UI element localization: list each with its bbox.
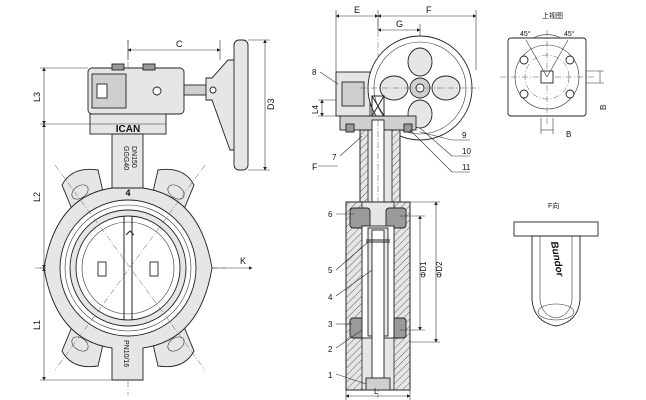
dim-l3: L3 [32,92,42,102]
disc [75,215,181,321]
part-number-4: 4 [328,293,333,302]
f-view: F向 Bundor [513,201,599,327]
angle-right: 45° [564,30,575,38]
dim-f: F [426,5,432,15]
pressure-mark: PN10/16 [122,340,129,367]
material-mark: GGG40 [122,146,129,170]
handwheel-rim [233,39,249,171]
dim-l: L [374,387,379,396]
dim-b-side: B [599,105,608,110]
f-view-neck [531,235,581,327]
part-number-2: 2 [328,345,333,354]
dim-d3: D3 [266,98,276,110]
dim-d1: ΦD1 [419,261,428,278]
body-wall-right [393,201,411,391]
dim-e: E [354,5,360,15]
part-number-7: 7 [332,153,337,162]
part-number-1: 1 [328,371,333,380]
dim-c: C [176,39,183,49]
size-mark: DN150 [130,146,137,168]
dim-l4: L4 [311,105,320,114]
flange-view-title: 上视图 [542,11,563,20]
part-number-11: 11 [462,163,471,172]
number-mark: 4 [125,188,130,198]
brand-mark: ICAN [116,124,140,135]
body-wall-left [345,201,363,391]
part-number-10: 10 [462,147,471,156]
side-view: E F G [311,5,480,400]
part-number-6: 6 [328,210,333,219]
angle-left: 45° [520,30,531,38]
flange-view: 上视图 45° 45° B B [500,11,608,139]
dim-l2: L2 [32,192,42,202]
f-view-title: F向 [548,201,559,210]
front-view: ICAN DN150 GGG40 4 PN10/16 C L3 L2 L1 D3… [32,39,276,395]
part-number-8: 8 [312,68,317,77]
part-number-9: 9 [462,131,467,140]
part-number-5: 5 [328,266,333,275]
handwheel-spoke [205,59,239,151]
dim-d2: ΦD2 [435,261,444,278]
part-number-3: 3 [328,320,333,329]
dim-b-bottom: B [566,130,571,139]
view-f-marker: F [312,162,318,172]
dim-l1: L1 [32,320,42,330]
f-view-flange [513,221,599,237]
section-k: K [240,256,246,266]
dim-g: G [396,19,403,29]
